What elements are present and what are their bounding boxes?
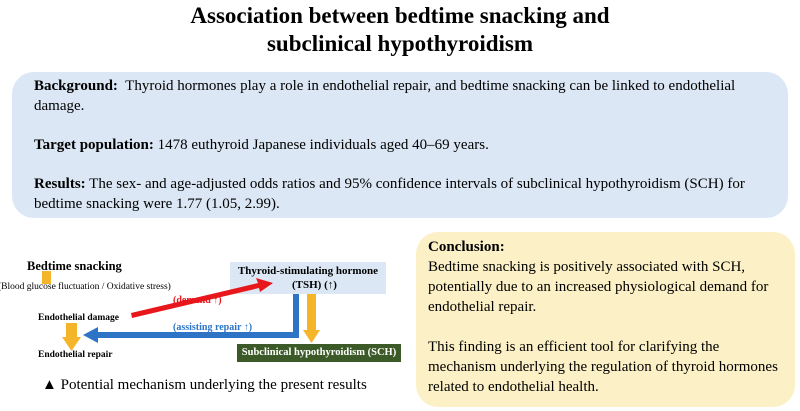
demand-label: (demand ↑) [173,295,222,306]
endothelial-damage-label: Endothelial damage [38,313,120,323]
background-text: Thyroid hormones play a role in endothel… [34,78,736,114]
results-paragraph: Results: The sex- and age-adjusted odds … [34,174,766,214]
background-paragraph: Background: Thyroid hormones play a role… [34,76,766,116]
endothelial-repair-label: Endothelial repair [38,350,113,360]
caption-text: Potential mechanism underlying the prese… [60,377,367,393]
results-heading: Results: [34,176,86,192]
orange-bar-top [42,271,51,284]
conclusion-box: Conclusion: Bedtime snacking is positive… [416,232,795,407]
orange-arrow-left-head [62,337,81,351]
tsh-line-2: (TSH) (↑) [292,279,337,291]
assisting-repair-label: (assisting repair ↑) [173,322,253,333]
tsh-line-1: Thyroid-stimulating hormone [237,265,379,277]
blue-vertical [293,294,299,338]
target-text: 1478 euthyroid Japanese individuals aged… [157,137,489,153]
orange-arrow-right-head [303,330,320,343]
sch-box [237,344,401,362]
results-text: The sex- and age-adjusted odds ratios an… [34,176,745,212]
red-demand-arrow [131,278,273,318]
orange-arrow-right-shaft [307,294,316,330]
page-title: Association between bedtime snacking and… [0,2,800,58]
blue-arrow-head [83,327,98,343]
title-line-1: Association between bedtime snacking and [190,3,610,28]
bedtime-snacking-label: Bedtime snacking [27,259,122,273]
blue-horizontal [96,332,299,338]
conclusion-heading: Conclusion: [428,239,505,255]
target-paragraph: Target population: 1478 euthyroid Japane… [34,135,766,155]
background-heading: Background: [34,78,118,94]
diagram-caption: ▲ Potential mechanism underlying the pre… [42,375,367,395]
stress-label: (Blood glucose fluctuation / Oxidative s… [0,282,171,292]
title-line-2: subclinical hypothyroidism [266,31,534,56]
triangle-icon: ▲ [42,377,57,393]
sch-label: Subclinical hypothyroidism (SCH) [241,347,397,358]
orange-arrow-left-shaft [66,323,77,337]
summary-box: Background: Thyroid hormones play a role… [12,72,788,218]
target-heading: Target population: [34,137,154,153]
conclusion-para-2: This finding is an efficient tool for cl… [428,339,778,395]
conclusion-para-1: Bedtime snacking is positively associate… [428,259,769,315]
